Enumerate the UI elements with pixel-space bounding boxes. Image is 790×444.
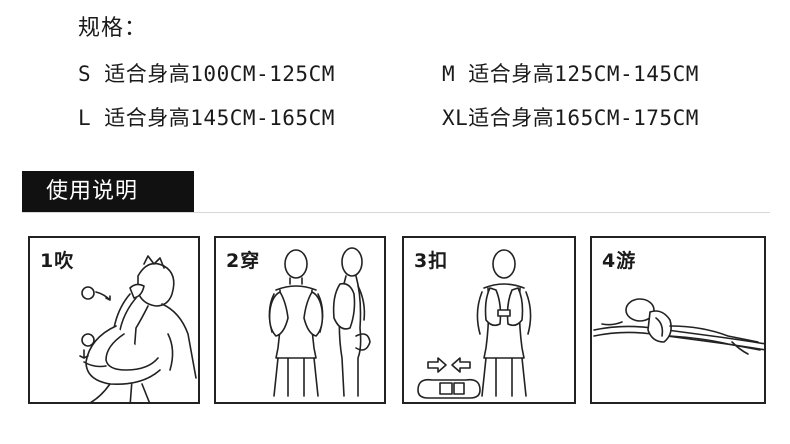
step-label: 2穿	[226, 250, 261, 272]
swim-illustration	[593, 298, 764, 355]
step-panel-swim: 4游	[590, 236, 766, 404]
spec-size-m: M 适合身高125CM-145CM	[442, 62, 699, 86]
spec-size-l: L 适合身高145CM-165CM	[78, 106, 335, 130]
arrow-left-icon	[451, 357, 471, 373]
section-divider	[22, 212, 770, 213]
instructions-banner: 使用说明	[22, 171, 194, 213]
buckle-illustration	[417, 249, 532, 399]
step-label: 4游	[602, 250, 637, 272]
marker-2-icon	[81, 333, 95, 347]
step-panel-inflate: 1吹	[28, 236, 200, 404]
inflate-illustration	[79, 255, 197, 402]
specs-title: 规格：	[78, 16, 148, 41]
arrow-right-icon	[427, 357, 447, 373]
marker-1-icon	[81, 286, 95, 300]
step-label: 3扣	[414, 250, 449, 272]
step-panel-buckle: 3扣	[402, 236, 576, 404]
step-label: 1吹	[40, 250, 75, 272]
spec-size-xl: XL适合身高165CM-175CM	[442, 106, 699, 130]
spec-size-s: S 适合身高100CM-125CM	[78, 62, 335, 86]
wear-illustration	[268, 247, 371, 397]
step-panel-wear: 2穿	[214, 236, 386, 404]
